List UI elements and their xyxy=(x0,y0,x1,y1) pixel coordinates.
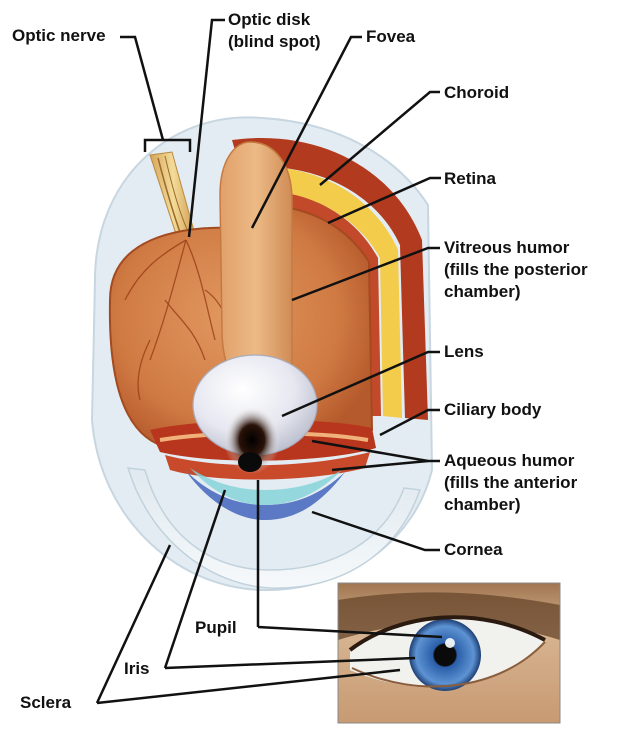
label-vitreous-humor: Vitreous humor xyxy=(444,237,569,258)
label-vitreous-desc-1: (fills the posterior xyxy=(444,259,588,280)
label-iris: Iris xyxy=(124,658,150,679)
label-vitreous-desc-2: chamber) xyxy=(444,281,521,302)
label-aqueous-humor: Aqueous humor xyxy=(444,450,574,471)
label-lens: Lens xyxy=(444,341,484,362)
label-optic-disk: Optic disk xyxy=(228,9,310,30)
label-optic-nerve: Optic nerve xyxy=(12,25,106,46)
label-fovea: Fovea xyxy=(366,26,415,47)
leader-optic-nerve xyxy=(120,37,163,140)
label-pupil: Pupil xyxy=(195,617,237,638)
label-aqueous-desc-1: (fills the anterior xyxy=(444,472,577,493)
label-blind-spot: (blind spot) xyxy=(228,31,321,52)
label-aqueous-desc-2: chamber) xyxy=(444,494,521,515)
label-retina: Retina xyxy=(444,168,496,189)
label-sclera: Sclera xyxy=(20,692,71,713)
leader-sclera-drawing xyxy=(97,545,170,703)
label-ciliary-body: Ciliary body xyxy=(444,399,541,420)
label-cornea: Cornea xyxy=(444,539,503,560)
label-choroid: Choroid xyxy=(444,82,509,103)
pupil-shape xyxy=(238,452,262,472)
eye-photo-inset xyxy=(338,583,560,723)
